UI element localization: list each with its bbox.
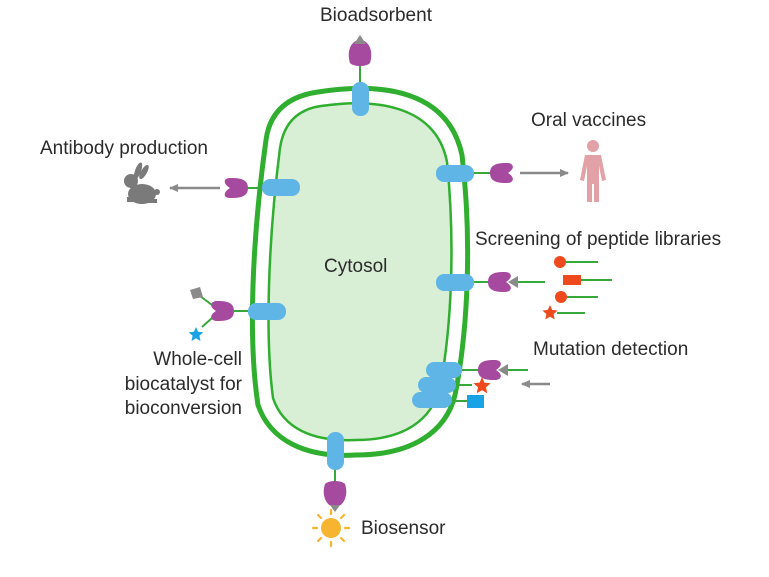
left-top-display-unit (169, 178, 300, 198)
receptor-protein (323, 481, 347, 507)
anchor-protein (352, 82, 369, 116)
label-line-2: biocatalyst for (124, 373, 242, 395)
label-line-3: bioconversion (124, 398, 242, 420)
receptor-protein (224, 178, 248, 198)
bottom-display-unit (323, 432, 347, 512)
substrate (190, 287, 203, 299)
rabbit-icon (124, 162, 160, 204)
peptide-library (542, 256, 612, 320)
sun-icon (311, 508, 351, 548)
label-mutation-detection: Mutation detection (533, 339, 689, 360)
peptide-head (554, 256, 566, 268)
label-line-1: Whole-cell (153, 349, 242, 370)
bound-ligand (498, 364, 508, 376)
right-mid-display-unit (436, 272, 545, 292)
star-icon (473, 377, 491, 394)
right-low-display-unit (412, 360, 550, 408)
label-oral-vaccines: Oral vaccines (531, 110, 647, 131)
receptor-protein (490, 163, 513, 183)
label-cytosol: Cytosol (324, 256, 388, 277)
label-bioadsorbent: Bioadsorbent (320, 5, 432, 26)
label-biosensor: Biosensor (361, 518, 446, 539)
bound-peptide (508, 276, 518, 288)
star-icon (542, 305, 558, 320)
anchor-protein (418, 377, 456, 393)
blue-square (467, 395, 484, 408)
receptor-protein (488, 272, 511, 292)
receptor-protein (478, 360, 501, 380)
label-whole-cell-biocatalyst: Whole-cell biocatalyst for bioconversion (125, 348, 242, 422)
label-antibody-production: Antibody production (40, 138, 208, 159)
label-screening-peptide-libraries: Screening of peptide libraries (475, 229, 722, 250)
receptor-protein (348, 40, 372, 66)
anchor-protein (436, 165, 474, 182)
peptide-head (555, 291, 567, 303)
peptide-head (563, 275, 581, 285)
anchor-protein (426, 362, 462, 378)
outer-membrane (249, 85, 471, 458)
anchor-protein (262, 179, 300, 196)
anchor-protein (436, 274, 474, 291)
anchor-protein (327, 432, 344, 470)
left-low-display-unit (188, 287, 286, 341)
top-display-unit (348, 35, 372, 116)
anchor-protein (248, 303, 286, 320)
star-icon (188, 327, 204, 341)
anchor-protein (412, 392, 452, 408)
ligand (354, 35, 366, 44)
right-top-display-unit (436, 163, 569, 183)
human-icon (580, 140, 606, 202)
enzyme-protein (211, 301, 234, 321)
ligand (330, 505, 340, 512)
cytosol (267, 102, 453, 442)
